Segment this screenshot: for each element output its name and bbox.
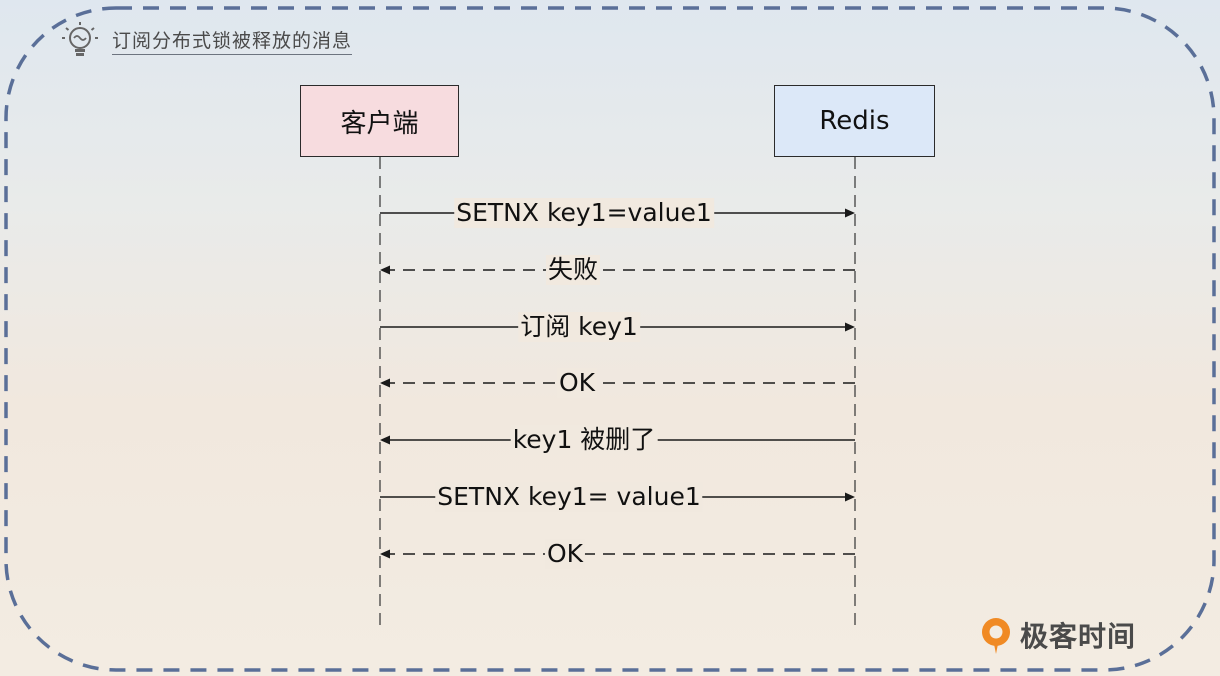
arrowhead-icon	[380, 549, 390, 559]
arrowhead-icon	[845, 208, 855, 218]
participant-client: 客户端	[300, 85, 459, 157]
arrowhead-icon	[380, 435, 390, 445]
message-label: SETNX key1= value1	[435, 482, 703, 512]
brand-text: 极客时间	[1020, 620, 1137, 653]
diagram-header: 订阅分布式锁被释放的消息	[60, 22, 353, 58]
arrowhead-icon	[845, 322, 855, 332]
message-label: key1 被删了	[510, 425, 658, 455]
message-label: SETNX key1=value1	[454, 198, 714, 228]
brand-logo: 极客时间	[978, 614, 1136, 656]
diagram-title: 订阅分布式锁被释放的消息	[112, 26, 353, 55]
participant-redis: Redis	[774, 85, 935, 157]
message-label: OK	[544, 539, 586, 569]
geektime-logo-icon	[982, 618, 1010, 654]
message-label: 订阅 key1	[518, 312, 640, 342]
arrowhead-icon	[845, 492, 855, 502]
arrowhead-icon	[380, 265, 390, 275]
outer-frame	[4, 6, 1216, 672]
lightbulb-icon	[62, 22, 98, 56]
arrowhead-icon	[380, 378, 390, 388]
message-label: OK	[556, 368, 598, 398]
message-label: 失败	[545, 255, 601, 285]
